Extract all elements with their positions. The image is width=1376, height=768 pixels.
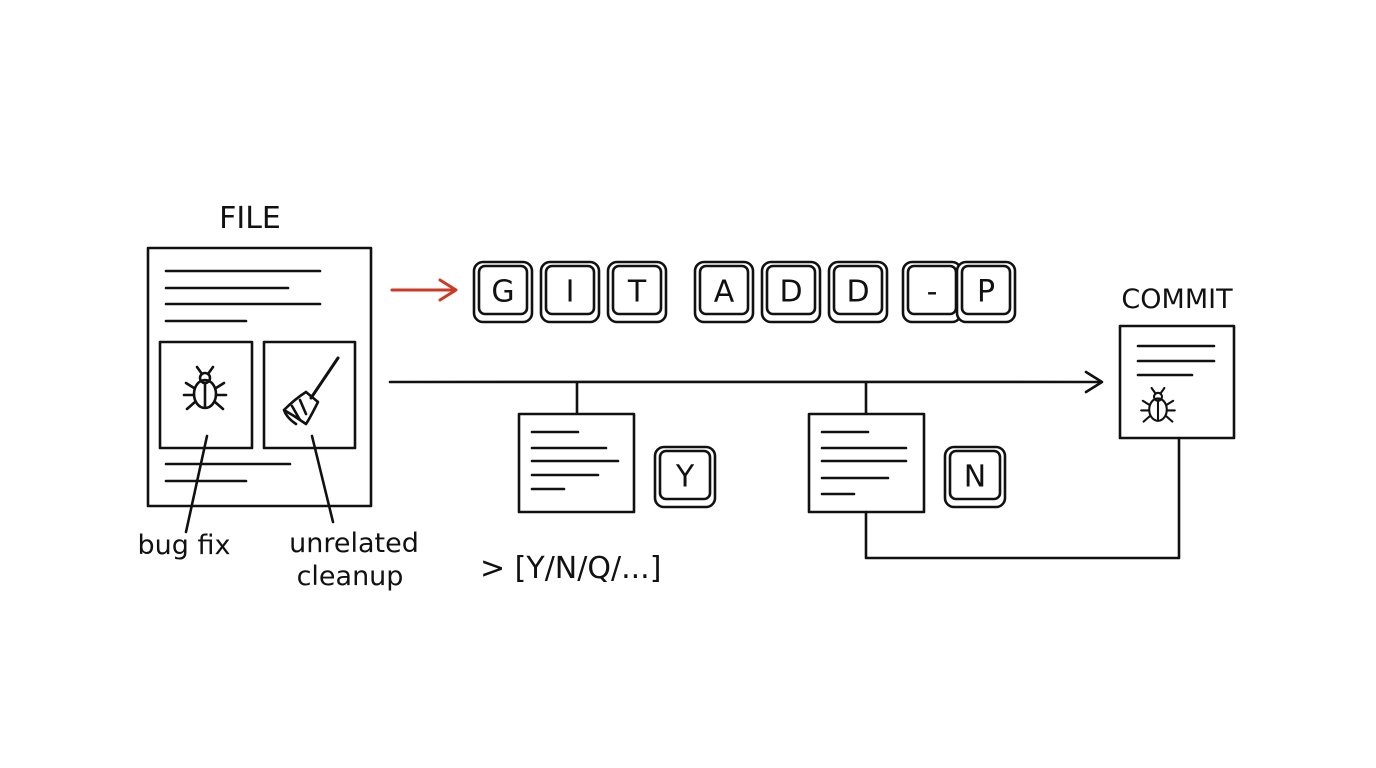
bug-fix-hunk (158, 340, 254, 450)
bug-icon (1140, 386, 1176, 423)
key-dash-6: - (901, 260, 963, 324)
cleanup-pointer (310, 434, 335, 524)
commit-title: COMMIT (1121, 284, 1233, 315)
key-p-7-label: P (977, 275, 995, 310)
key-d-4: D (760, 260, 822, 324)
key-d-5: D (827, 260, 889, 324)
key-n: N (943, 445, 1007, 509)
bug-icon (182, 365, 228, 411)
key-y-label: Y (675, 460, 695, 495)
cleanup-label: cleanup (297, 561, 404, 592)
key-t-2-label: T (627, 275, 647, 310)
unrelated-label: unrelated (289, 528, 419, 559)
commit-document (1118, 324, 1236, 440)
key-a-3-label: A (714, 275, 735, 310)
arrow-right-icon (390, 278, 458, 302)
hunk-no-document (807, 412, 926, 514)
broom-icon (282, 356, 340, 426)
key-y: Y (653, 445, 717, 509)
key-dash-6-label: - (927, 275, 938, 310)
key-d-5-label: D (846, 275, 869, 310)
key-a-3: A (693, 260, 755, 324)
key-t-2: T (606, 260, 668, 324)
key-i-1: I (539, 260, 601, 324)
bug-fix-pointer (184, 434, 209, 534)
key-i-1-label: I (566, 275, 575, 310)
key-p-7: P (955, 260, 1017, 324)
file-document (146, 246, 373, 508)
skip-path (864, 436, 1181, 560)
flow-arrow (388, 370, 1104, 394)
cleanup-hunk (262, 340, 357, 450)
bug-fix-label: bug fix (138, 530, 231, 561)
key-g-0-label: G (491, 275, 514, 310)
prompt-text: > [Y/N/Q/...] (480, 551, 661, 586)
hunk-yes-document (517, 412, 636, 514)
key-d-4-label: D (779, 275, 802, 310)
file-title: FILE (219, 201, 281, 236)
key-g-0: G (472, 260, 534, 324)
key-n-label: N (964, 460, 986, 495)
